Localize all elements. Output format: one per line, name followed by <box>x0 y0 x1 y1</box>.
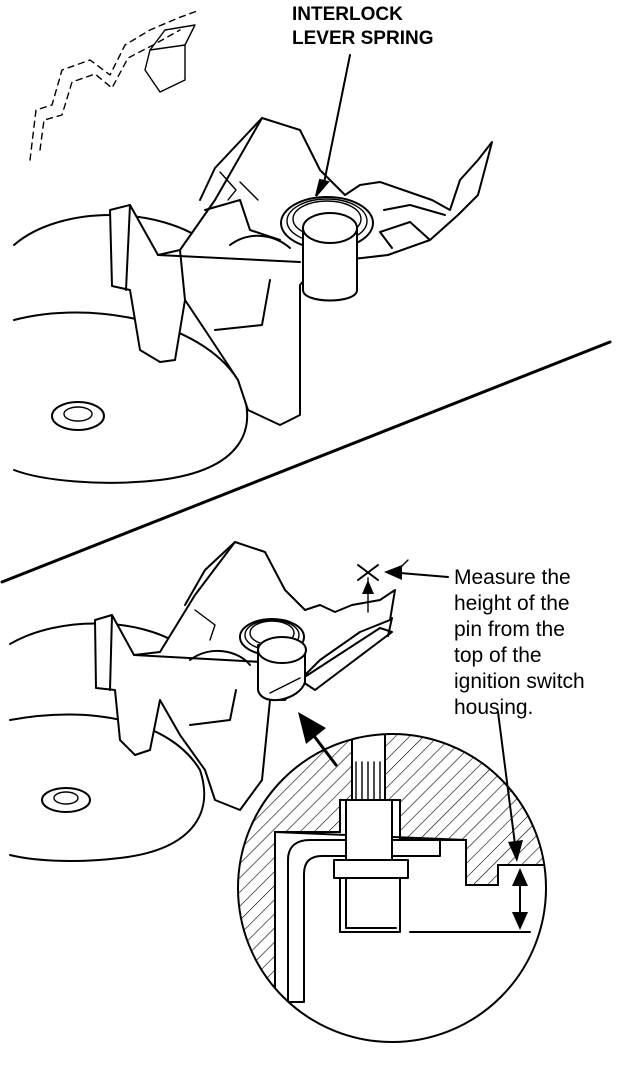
top-callout-line-2: LEVER SPRING <box>292 28 433 49</box>
measurement-note: Measure the height of the pin from the t… <box>454 566 591 719</box>
note-leader-arrowhead <box>384 565 402 580</box>
housing-section-upper-right <box>384 734 546 886</box>
switch-housing-bottom <box>94 541 396 811</box>
note-detail-leader <box>497 711 517 853</box>
dashed-bracket-fragment <box>29 9 201 161</box>
measurement-marks <box>357 559 409 613</box>
detail-magnified-view <box>237 733 547 1043</box>
note-line-3: pin from the <box>454 618 565 641</box>
interlock-pin-bottom <box>239 618 307 701</box>
detail-interlock-lever <box>287 839 441 1003</box>
top-illustration: INTERLOCK LEVER SPRING <box>13 4 493 484</box>
interlock-pin-top <box>280 196 374 302</box>
switch-housing-top <box>109 117 493 426</box>
section-divider <box>0 340 612 584</box>
detail-pointer-arrowhead <box>298 712 326 744</box>
detail-pin-shaft <box>345 799 393 869</box>
top-callout-line-1: INTERLOCK <box>292 4 403 25</box>
note-line-4: top of the <box>454 644 542 667</box>
detail-pin-body <box>339 877 401 933</box>
spring-leader-line <box>322 54 351 189</box>
spring-leader-arrowhead <box>315 178 330 197</box>
note-line-1: Measure the <box>454 566 571 589</box>
note-leader-line <box>399 572 449 578</box>
top-callout-label: INTERLOCK LEVER SPRING <box>292 4 433 49</box>
note-line-5: ignition switch <box>454 670 585 693</box>
note-line-2: height of the <box>454 592 570 615</box>
note-line-6: housing. <box>454 696 533 719</box>
bottom-illustration: Measure the height of the pin from the t… <box>9 541 591 1043</box>
detail-pin-head <box>333 859 409 879</box>
